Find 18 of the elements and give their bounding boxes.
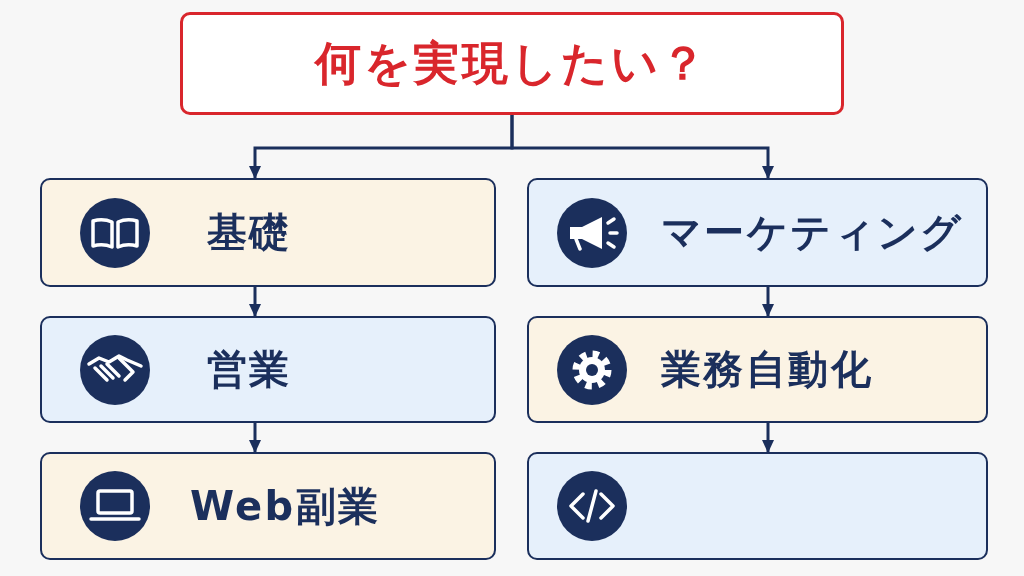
- arrow: [762, 287, 774, 317]
- category-label: 営業: [207, 345, 292, 394]
- question-text: 何を実現したい？: [314, 34, 710, 92]
- category-label: Web副業: [190, 481, 381, 531]
- category-box: [527, 178, 988, 287]
- arrow: [762, 423, 774, 453]
- category-box: [40, 178, 496, 287]
- category-label: 業務自動化: [661, 345, 873, 394]
- arrow: [249, 423, 261, 453]
- question-box: [180, 12, 844, 115]
- category-box: [40, 316, 496, 423]
- category-label: 基礎: [207, 208, 292, 257]
- category-label: マーケティング: [661, 208, 964, 257]
- category-box: [527, 316, 988, 423]
- arrow: [510, 115, 774, 179]
- category-box: [527, 452, 988, 560]
- arrow: [249, 287, 261, 317]
- category-box: [40, 452, 496, 560]
